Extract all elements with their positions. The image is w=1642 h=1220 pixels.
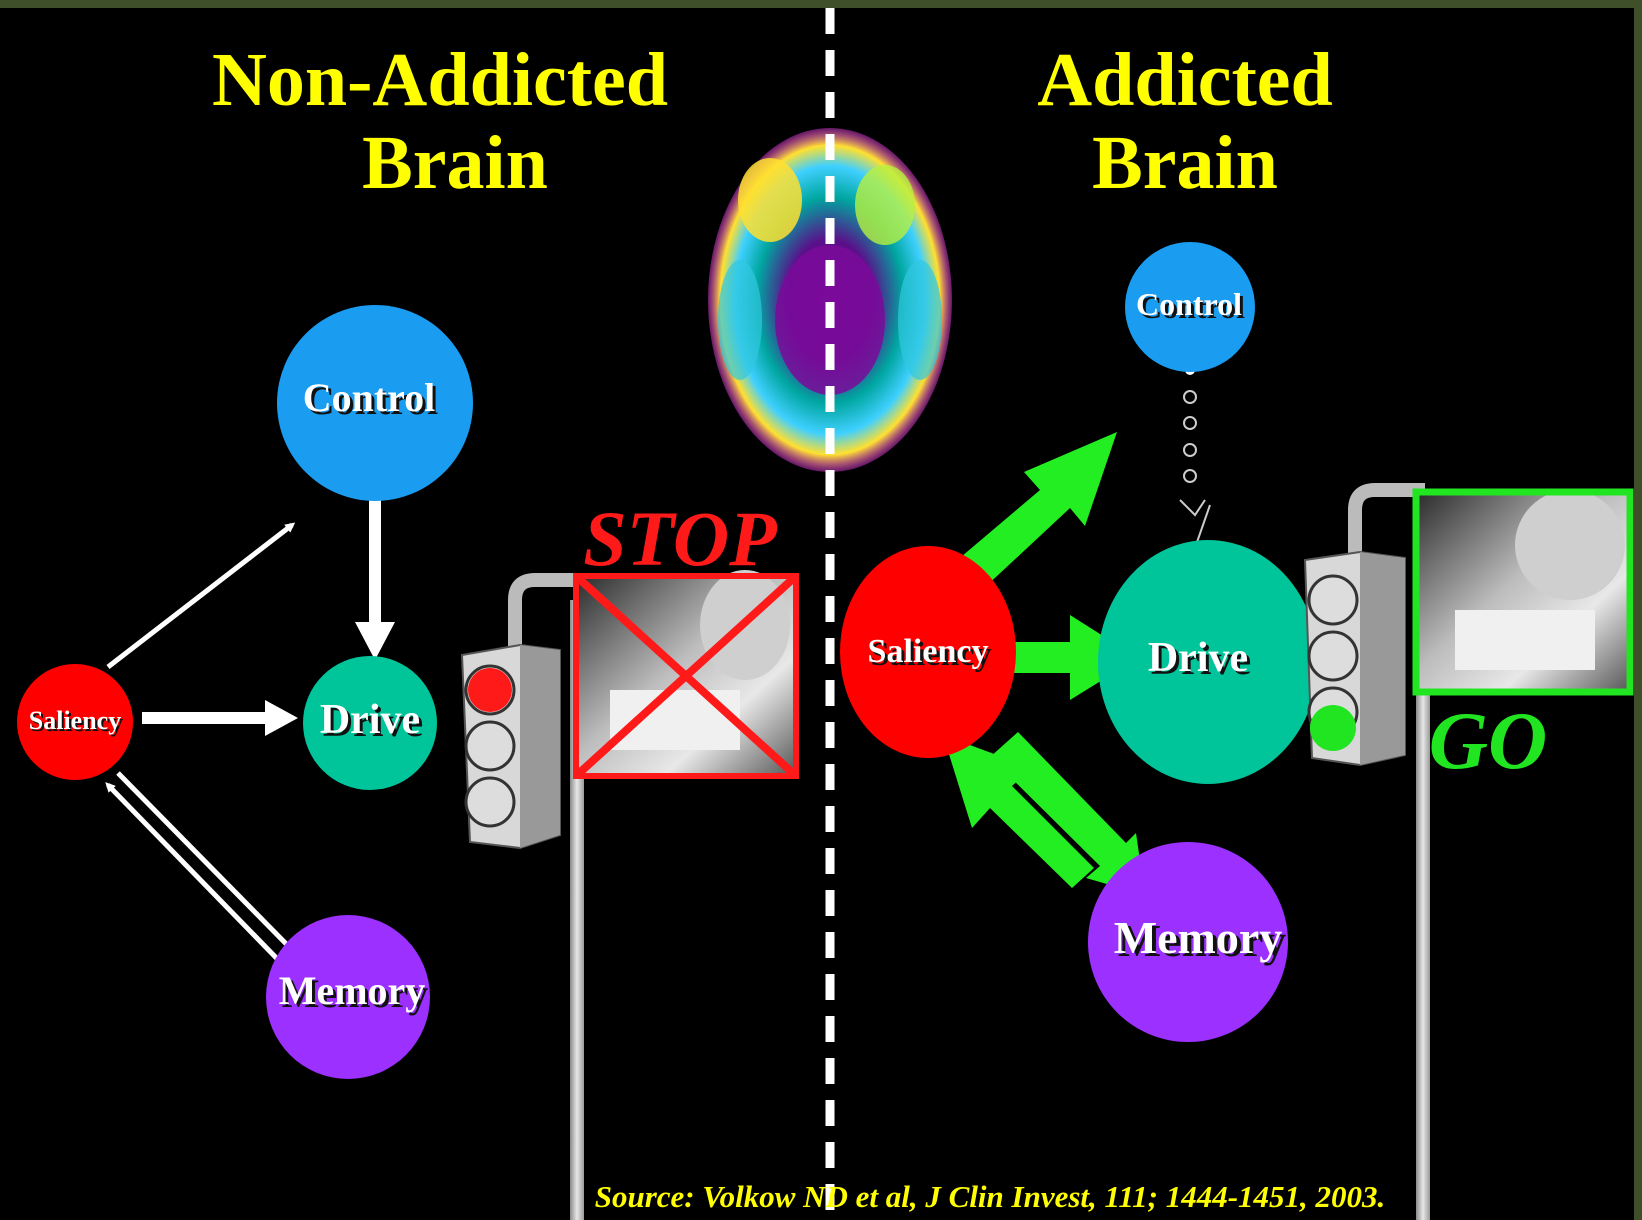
left-drive-label: Drive [320, 697, 420, 743]
left-arrow-saliency-to-control [108, 525, 292, 667]
left-photo-crossed-out [576, 570, 796, 776]
left-control-label: Control [303, 375, 436, 420]
left-arrow-control-to-drive [355, 496, 395, 660]
right-frame-border [1634, 0, 1642, 1220]
left-arrow-saliency-to-drive [142, 700, 298, 736]
left-title-line2: Brain [362, 121, 548, 205]
go-label: GO [1429, 695, 1547, 786]
right-green-light [1310, 705, 1356, 751]
right-control-dotted-link [1180, 365, 1210, 545]
source-citation: Source: Volkow ND et al, J Clin Invest, … [595, 1179, 1386, 1214]
right-control-label: Control [1136, 286, 1242, 322]
right-title-line2: Brain [1092, 121, 1278, 205]
top-frame-border [0, 0, 1642, 8]
left-traffic-light [462, 580, 584, 1220]
right-memory-label: Memory [1114, 912, 1283, 963]
left-memory-label: Memory [279, 968, 426, 1013]
left-saliency-label: Saliency [29, 706, 121, 735]
left-arrow-saliency-to-memory [118, 773, 302, 960]
stop-label: STOP [583, 495, 778, 582]
right-traffic-light [1305, 490, 1430, 1220]
right-saliency-label: Saliency [868, 633, 989, 670]
left-title-line1: Non-Addicted [212, 38, 668, 122]
left-arrow-memory-to-saliency [108, 785, 290, 972]
left-red-light [468, 668, 512, 712]
right-photo-go [1416, 490, 1630, 692]
right-drive-label: Drive [1148, 635, 1248, 681]
right-title-line1: Addicted [1037, 38, 1333, 122]
